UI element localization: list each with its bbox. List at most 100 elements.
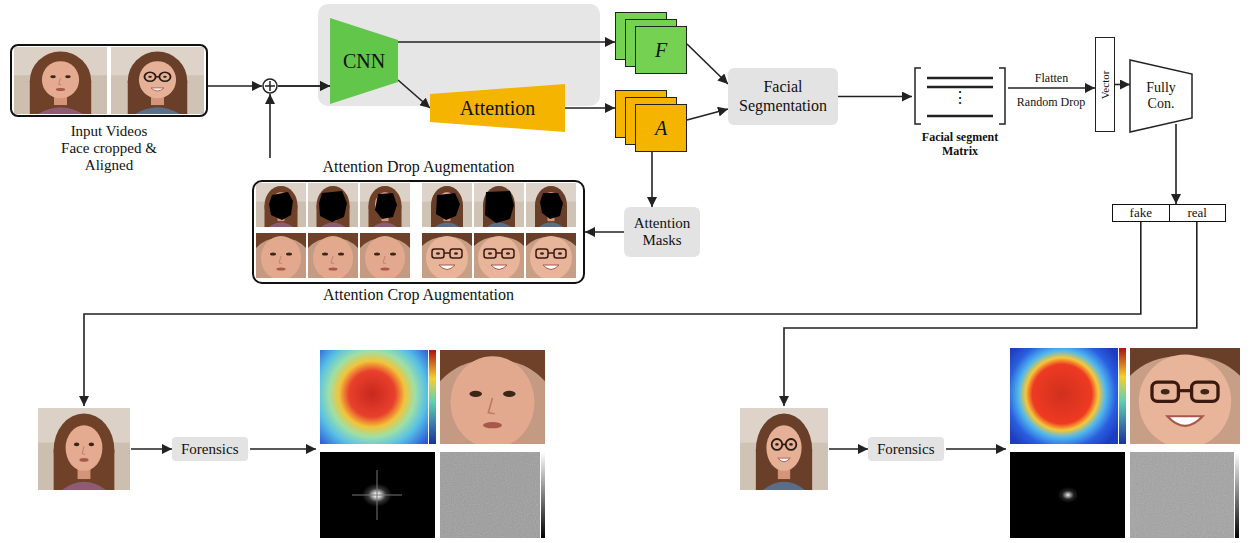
- crop-augmented-photo: [360, 233, 410, 280]
- network-block: Fully Con.: [1130, 60, 1192, 132]
- sum-junction: [263, 79, 277, 93]
- process-box: Forensics: [868, 437, 944, 461]
- noise-residual: [1130, 452, 1234, 538]
- fft-peak: [1042, 475, 1094, 515]
- noise-texture: [1130, 452, 1234, 538]
- connector-line: [278, 85, 330, 87]
- fft-axes: [352, 470, 402, 520]
- real-sample-photo: [740, 408, 828, 490]
- feature-map: [636, 27, 687, 74]
- matrix-ellipsis: ⋮: [912, 66, 1008, 126]
- augmentation-title: Attention Drop Augmentation: [252, 158, 585, 180]
- input-frame-photo: [14, 47, 107, 114]
- drop-augmented-photo: [256, 183, 306, 227]
- connector-line: [398, 80, 430, 108]
- photo: [422, 183, 472, 227]
- connector: [1008, 88, 1095, 89]
- connector: [84, 222, 1141, 449]
- feature-map-stack: A: [615, 90, 687, 152]
- sum-junction-cross: [265, 81, 275, 91]
- noise-residual: [440, 452, 540, 538]
- noise-texture: [440, 452, 540, 538]
- node-outline: [615, 12, 687, 74]
- augmentation-box: Attention Drop AugmentationAttention Cro…: [252, 158, 585, 304]
- map-symbol: F: [655, 40, 667, 60]
- dropped-region: [436, 193, 460, 220]
- leader-arrow: [946, 448, 1006, 450]
- connector-line: [1008, 87, 1095, 89]
- crop-augmented-photo: [422, 233, 472, 280]
- face-crop-photo: [1130, 348, 1240, 448]
- fft-spectrum: [320, 452, 435, 538]
- connector: [1115, 84, 1130, 85]
- caption: Input Videos Face cropped & Aligned: [59, 123, 159, 174]
- connector-line: [208, 85, 262, 87]
- class-cell: real: [1169, 205, 1226, 221]
- matrix-bracket: ⋮: [912, 66, 1008, 126]
- connector-line: [838, 96, 912, 98]
- connector-line: [1175, 124, 1177, 204]
- connector: [1176, 124, 1177, 204]
- fake-sample-photo: [38, 408, 130, 490]
- colorbar: [1119, 348, 1126, 444]
- process-box: Attention Masks: [624, 207, 700, 257]
- connector: [784, 222, 1197, 449]
- fft-spectrum: [1010, 452, 1125, 538]
- image-frame: [10, 44, 208, 117]
- process-box: Forensics: [172, 437, 248, 461]
- connector-line: [398, 41, 615, 43]
- connector-line: [131, 448, 172, 450]
- segment-matrix: ⋮ Facial segment Matrix: [912, 66, 1008, 158]
- block-label: CNN: [343, 50, 385, 73]
- connector-line: [1115, 84, 1130, 86]
- connector: [398, 42, 615, 43]
- leader-arrow: [250, 448, 316, 450]
- free-label: Random Drop: [1017, 95, 1085, 109]
- network-block: Attention: [430, 84, 565, 132]
- block-label: Attention: [460, 97, 536, 120]
- drop-augmented-photo: [474, 183, 524, 227]
- connector: [398, 80, 430, 108]
- colorbar: [541, 452, 545, 538]
- trapezoid-shape: [430, 84, 565, 132]
- connector-line: [585, 231, 624, 233]
- attention-heatmap: [320, 350, 428, 444]
- face-crop-photo: [440, 350, 545, 448]
- connector-line: [651, 152, 653, 207]
- matrix-caption: Facial segment Matrix: [912, 130, 1008, 158]
- drop-augmented-photo: [422, 183, 472, 227]
- crop-augmented-photo: [308, 233, 358, 280]
- photo: [474, 183, 524, 227]
- photo: [308, 183, 358, 227]
- drop-augmented-photo: [526, 183, 576, 227]
- connector-line: [784, 222, 1197, 406]
- drop-augmented-photo: [360, 183, 410, 227]
- block-label: Fully Con.: [1134, 80, 1188, 112]
- process-box: Facial Segmentation: [728, 68, 838, 125]
- drop-augmented-photo: [308, 183, 358, 227]
- feature-map: [636, 105, 687, 152]
- photo: [256, 183, 306, 227]
- process-label: Attention Masks: [630, 215, 694, 250]
- dropped-region: [485, 191, 514, 223]
- input-frame-photo: [111, 47, 204, 114]
- connector-line: [278, 85, 330, 87]
- dropped-region: [375, 193, 397, 219]
- process-label: Forensics: [877, 439, 935, 459]
- input-video-box: Input Videos Face cropped & Aligned: [10, 44, 208, 174]
- connector-line: [829, 448, 868, 450]
- connector: [270, 86, 330, 158]
- vector-label: Vector: [1099, 70, 1111, 99]
- vector-bar: Vector: [1095, 37, 1115, 132]
- attention-heatmap: [1010, 348, 1118, 444]
- colorbar: [1235, 452, 1239, 538]
- connector: [838, 96, 912, 97]
- dropped-region: [319, 191, 347, 222]
- connector: [565, 108, 615, 109]
- class-cell: fake: [1113, 205, 1169, 221]
- connector-line: [565, 107, 615, 109]
- crop-augmented-photo: [474, 233, 524, 280]
- process-label: Facial Segmentation: [734, 78, 832, 115]
- node-outline: [615, 90, 687, 152]
